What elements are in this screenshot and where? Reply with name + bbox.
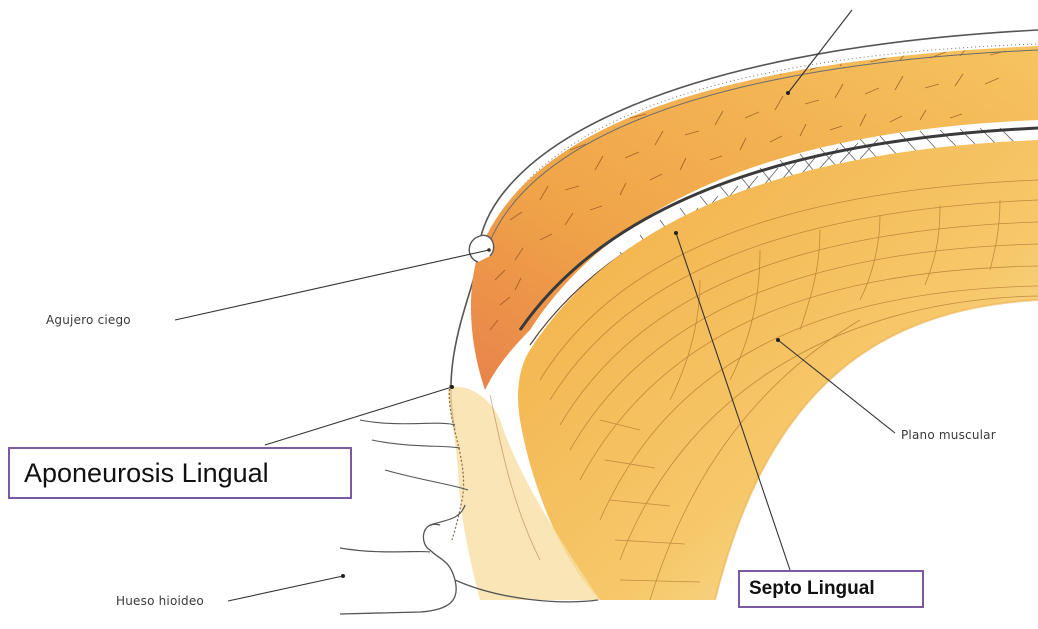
- label-aponeurosis-lingual-text: Aponeurosis Lingual: [24, 458, 269, 489]
- leader-aponeurosis: [265, 387, 452, 445]
- label-hueso-hioideo: Hueso hioideo: [116, 594, 204, 608]
- label-septo-lingual: Septo Lingual: [738, 570, 924, 608]
- label-aponeurosis-lingual: Aponeurosis Lingual: [8, 447, 352, 499]
- leader-hueso-hioideo: [228, 576, 343, 601]
- label-agujero-ciego: Agujero ciego: [46, 313, 131, 327]
- label-septo-lingual-text: Septo Lingual: [749, 578, 875, 600]
- label-plano-muscular: Plano muscular: [901, 428, 996, 442]
- leader-agujero-ciego: [175, 250, 489, 320]
